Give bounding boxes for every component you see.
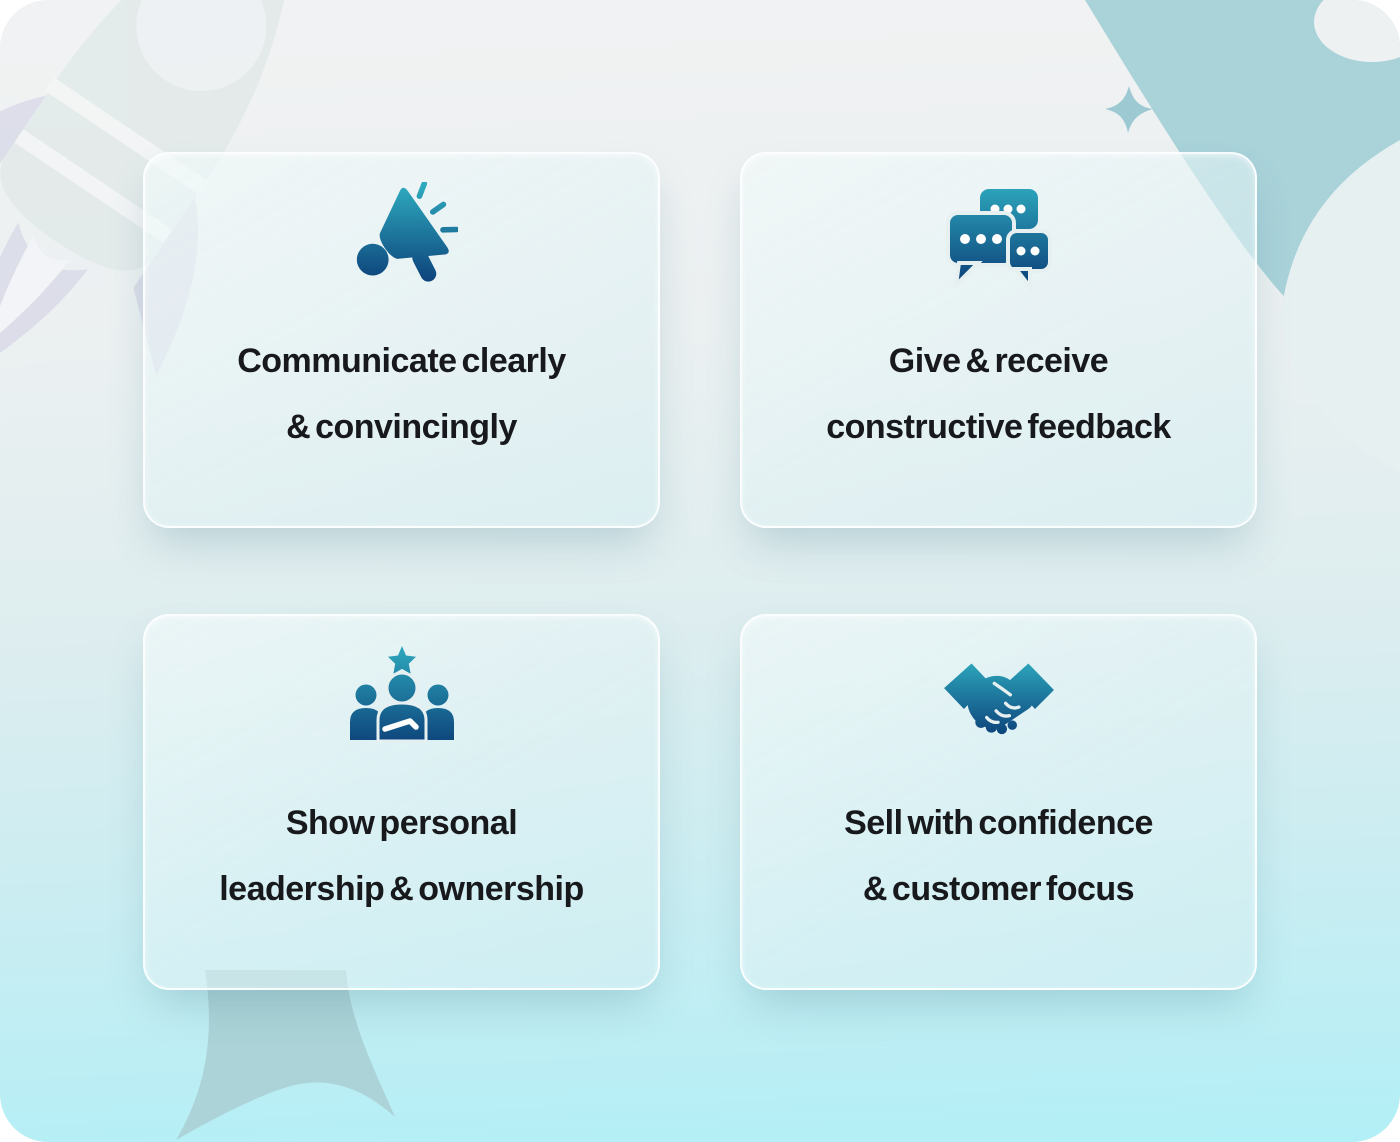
card-communicate: Communicate clearly & convincingly: [143, 152, 660, 528]
card-feedback: Give & receive constructive feedback: [740, 152, 1257, 528]
sparkle-star-icon: [1105, 86, 1153, 133]
handshake-icon: [934, 644, 1064, 756]
card-title-line2: & customer focus: [862, 870, 1135, 908]
chat-bubbles-icon: [934, 182, 1064, 294]
team-leadership-icon: [337, 644, 467, 756]
card-leadership: Show personal leadership & ownership: [143, 614, 660, 990]
card-title-line2: constructive feedback: [826, 408, 1171, 446]
megaphone-icon: [337, 182, 467, 294]
card-title-line1: Show personal: [285, 804, 518, 842]
whale-tail: [176, 970, 395, 1140]
card-title-line1: Communicate clearly: [237, 342, 566, 380]
card-title-line2: & convincingly: [286, 408, 517, 446]
card-title-line1: Sell with confidence: [844, 804, 1153, 842]
card-sell: Sell with confidence & customer focus: [740, 614, 1257, 990]
card-title-line2: leadership & ownership: [219, 870, 584, 908]
card-title-line1: Give & receive: [888, 342, 1109, 380]
card-grid: Communicate clearly & convincingly: [143, 152, 1257, 990]
